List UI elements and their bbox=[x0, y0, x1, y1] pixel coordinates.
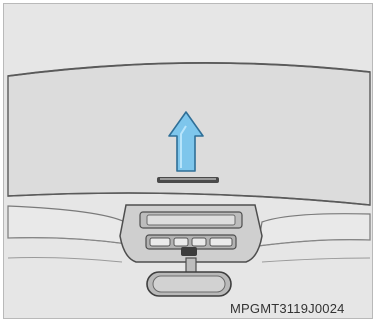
rearview-mirror-icon bbox=[147, 258, 231, 296]
overhead-console-icon bbox=[120, 205, 262, 262]
figure-code: MPGMT3119J0024 bbox=[230, 301, 345, 316]
